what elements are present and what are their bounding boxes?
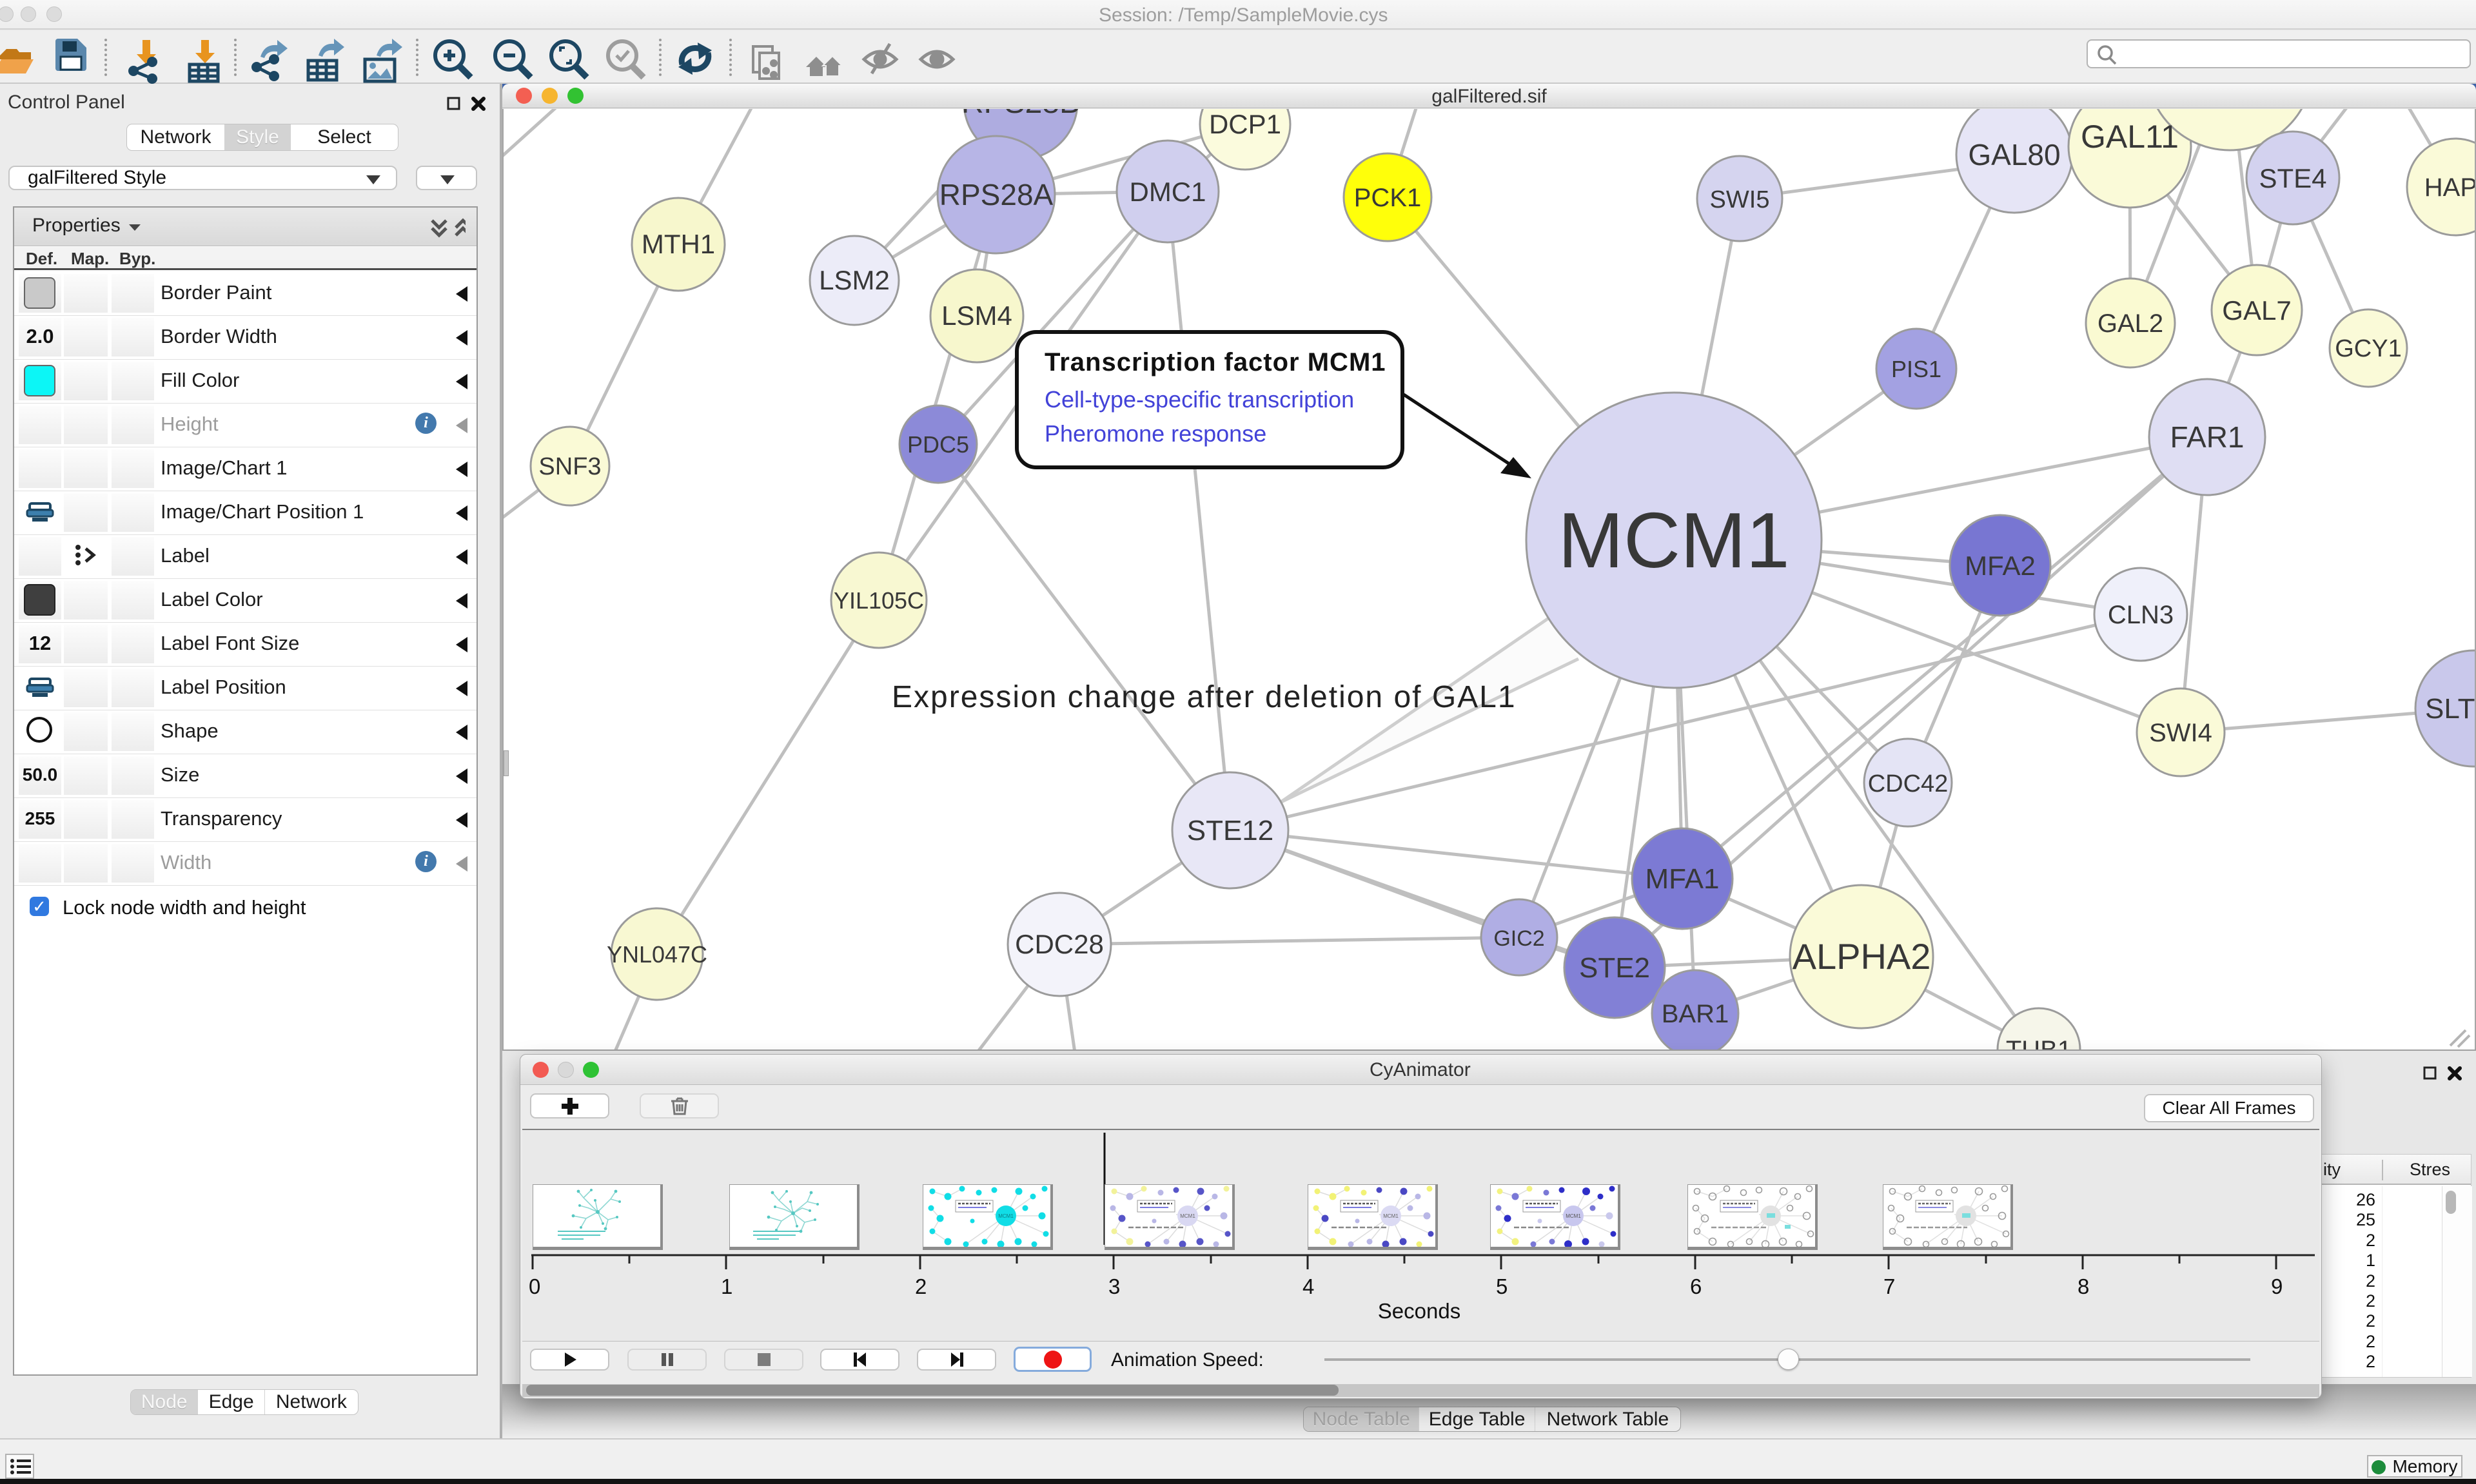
svg-text:TUB1: TUB1 bbox=[2006, 1036, 2072, 1050]
svg-text:MCM1: MCM1 bbox=[1566, 1213, 1581, 1219]
svg-text:SLT2: SLT2 bbox=[2425, 693, 2475, 725]
svg-text:2: 2 bbox=[915, 1274, 927, 1298]
svg-text:ALPHA2: ALPHA2 bbox=[1793, 936, 1931, 977]
svg-text:RPS28B: RPS28B bbox=[961, 109, 1080, 120]
svg-text:SWI4: SWI4 bbox=[2149, 719, 2212, 747]
svg-text:GAL80: GAL80 bbox=[1968, 138, 2060, 171]
svg-text:GAL11: GAL11 bbox=[2081, 119, 2179, 155]
svg-text:DMC1: DMC1 bbox=[1129, 177, 1206, 207]
svg-text:9: 9 bbox=[2271, 1274, 2283, 1298]
svg-text:1: 1 bbox=[721, 1274, 732, 1298]
svg-text:MCM1: MCM1 bbox=[998, 1213, 1014, 1219]
svg-text:7: 7 bbox=[1883, 1274, 1895, 1298]
svg-text:5: 5 bbox=[1496, 1274, 1508, 1298]
svg-text:STE2: STE2 bbox=[1579, 952, 1650, 984]
svg-text:YIL105C: YIL105C bbox=[834, 587, 924, 614]
svg-text:GCY1: GCY1 bbox=[2335, 335, 2401, 362]
svg-text:GAL2: GAL2 bbox=[2098, 309, 2163, 338]
svg-text:Expression change after deleti: Expression change after deletion of GAL1 bbox=[892, 680, 1517, 714]
svg-text:CDC28: CDC28 bbox=[1015, 929, 1104, 959]
svg-text:0: 0 bbox=[529, 1274, 540, 1298]
svg-text:RPS28A: RPS28A bbox=[939, 178, 1054, 211]
svg-text:3: 3 bbox=[1108, 1274, 1120, 1298]
svg-text:Seconds: Seconds bbox=[1378, 1299, 1460, 1323]
svg-text:MTH1: MTH1 bbox=[642, 229, 715, 259]
svg-text:CDC42: CDC42 bbox=[1868, 770, 1949, 797]
svg-text:STE12: STE12 bbox=[1187, 815, 1274, 846]
svg-text:LSM2: LSM2 bbox=[819, 265, 890, 295]
svg-text:DCP1: DCP1 bbox=[1209, 109, 1281, 139]
svg-text:MFA2: MFA2 bbox=[1965, 551, 2036, 581]
svg-text:Pheromone response: Pheromone response bbox=[1045, 420, 1266, 447]
svg-text:LSM4: LSM4 bbox=[941, 300, 1012, 331]
svg-text:8: 8 bbox=[2078, 1274, 2089, 1298]
svg-text:BAR1: BAR1 bbox=[1662, 1000, 1729, 1028]
svg-text:STE4: STE4 bbox=[2259, 163, 2326, 193]
svg-text:MCM1: MCM1 bbox=[1558, 496, 1789, 584]
svg-text:4: 4 bbox=[1302, 1274, 1314, 1298]
svg-text:Cell-type-specific transcripti: Cell-type-specific transcription bbox=[1045, 386, 1354, 413]
svg-text:FAR1: FAR1 bbox=[2170, 420, 2244, 454]
svg-text:6: 6 bbox=[1690, 1274, 1702, 1298]
svg-text:GIC2: GIC2 bbox=[1493, 926, 1544, 951]
svg-text:MCM1: MCM1 bbox=[1180, 1213, 1195, 1219]
svg-text:PCK1: PCK1 bbox=[1354, 184, 1422, 212]
svg-text:SWI5: SWI5 bbox=[1710, 186, 1770, 213]
svg-text:PIS1: PIS1 bbox=[1891, 356, 1941, 382]
svg-text:GAL7: GAL7 bbox=[2222, 295, 2291, 326]
svg-text:MCM1: MCM1 bbox=[1383, 1213, 1399, 1219]
svg-text:CLN3: CLN3 bbox=[2108, 601, 2174, 629]
svg-text:SNF3: SNF3 bbox=[538, 453, 601, 480]
svg-text:MFA1: MFA1 bbox=[1646, 863, 1720, 895]
svg-text:Transcription factor MCM1: Transcription factor MCM1 bbox=[1045, 348, 1386, 376]
svg-text:HAP2: HAP2 bbox=[2424, 173, 2475, 202]
svg-text:YNL047C: YNL047C bbox=[607, 941, 707, 968]
svg-text:PDC5: PDC5 bbox=[907, 431, 969, 458]
